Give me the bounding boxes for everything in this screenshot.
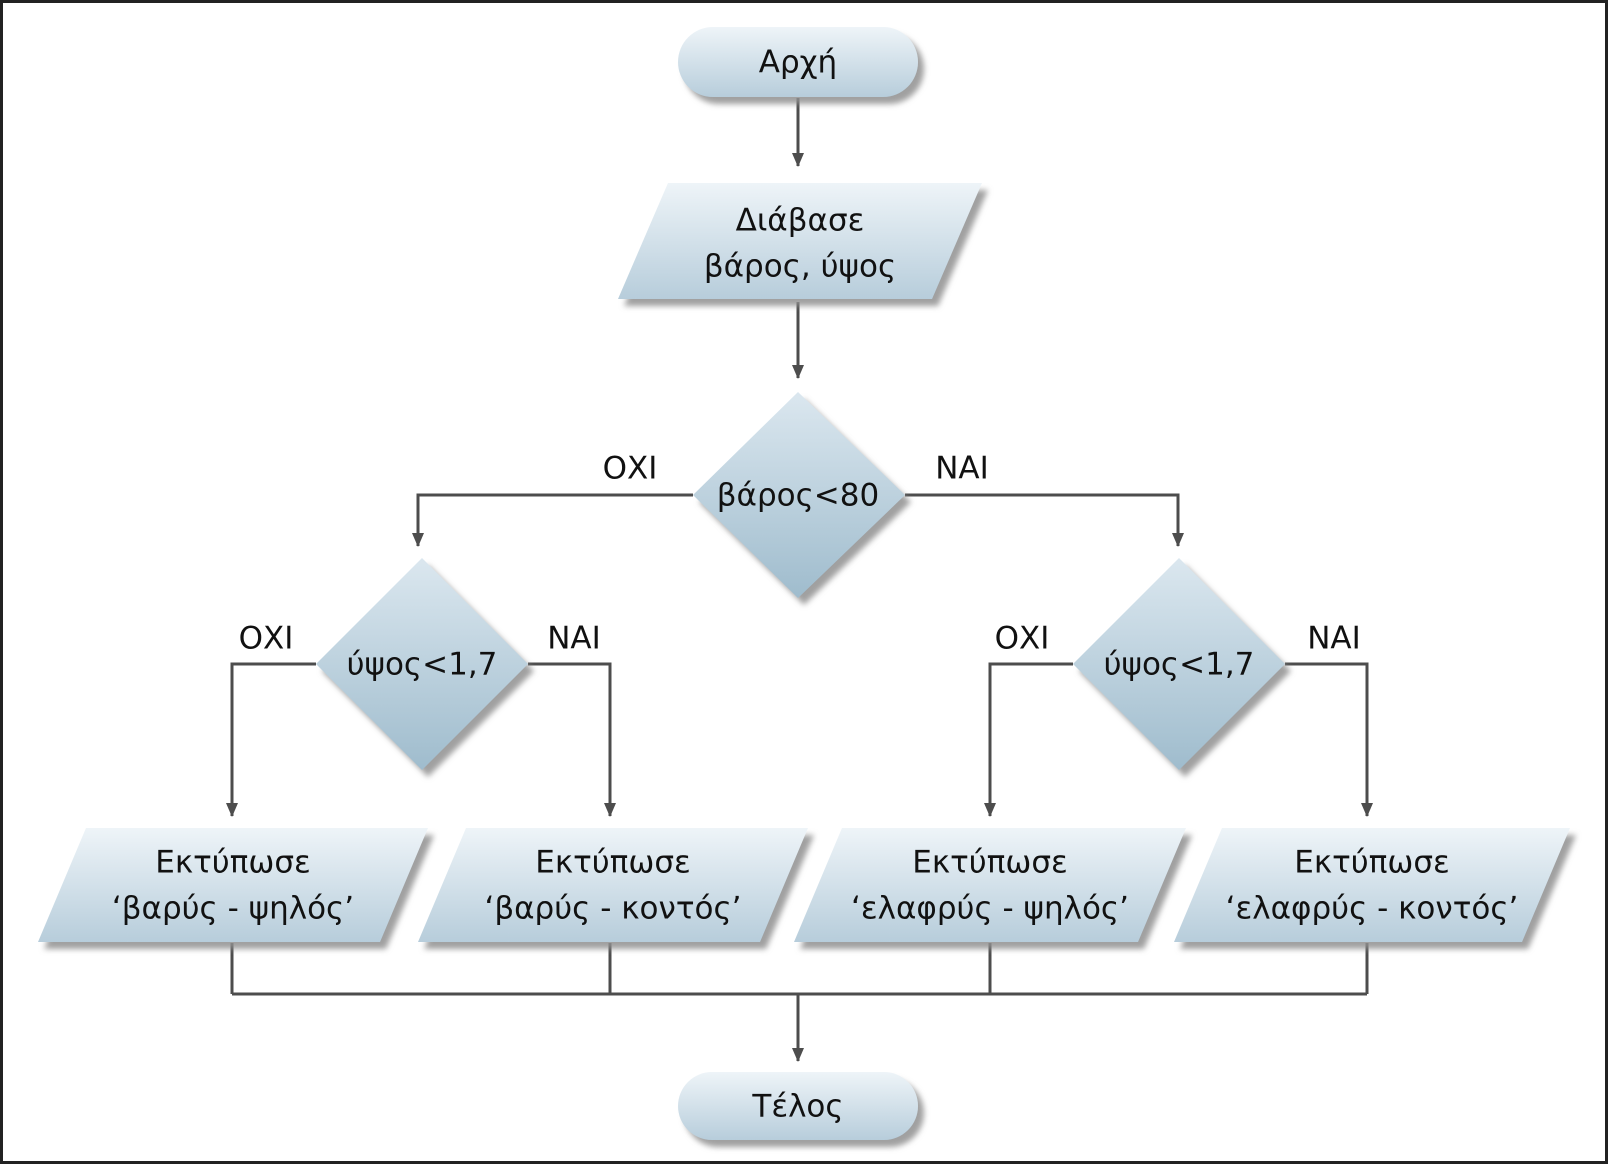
height-left-decision-node: ύψος<1,7 xyxy=(316,558,528,770)
height-right-yes-label: ΝΑΙ xyxy=(1307,621,1361,657)
weight-decision-text: βάρος<80 xyxy=(717,478,879,514)
print-heavy-tall-node: Εκτύπωσε ‘βαρύς - ψηλός’ xyxy=(38,828,428,942)
arrow-weight-no xyxy=(412,493,693,547)
print-heavy-short-line1: Εκτύπωσε xyxy=(535,845,690,881)
input-text-line2: βάρος, ύψος xyxy=(704,249,896,285)
input-node: Διάβασε βάρος, ύψος xyxy=(618,183,982,299)
height-right-no-label: ΟΧΙ xyxy=(995,621,1050,657)
end-shape xyxy=(678,1072,918,1140)
arrow-height-right-yes xyxy=(1285,662,1373,817)
height-right-decision-node: ύψος<1,7 xyxy=(1073,558,1285,770)
end-text: Τέλος xyxy=(751,1089,843,1125)
height-left-decision-shape xyxy=(316,558,528,770)
print-light-short-node: Εκτύπωσε ‘ελαφρύς - κοντός’ xyxy=(1174,828,1570,942)
print-light-tall-line1: Εκτύπωσε xyxy=(912,845,1067,881)
end-node: Τέλος xyxy=(678,1072,918,1140)
height-right-decision-shape xyxy=(1073,558,1285,770)
print-heavy-short-shape xyxy=(418,828,808,942)
weight-decision-shape xyxy=(693,392,905,598)
print-light-short-line1: Εκτύπωσε xyxy=(1294,845,1449,881)
print-light-short-shape xyxy=(1174,828,1570,942)
input-text-line1: Διάβασε xyxy=(736,203,865,239)
arrow-height-left-no xyxy=(226,662,316,817)
start-text: Αρχή xyxy=(759,45,837,81)
start-node: Αρχή xyxy=(678,27,918,97)
print-light-tall-node: Εκτύπωσε ‘ελαφρύς - ψηλός’ xyxy=(794,828,1186,942)
print-heavy-tall-line2: ‘βαρύς - ψηλός’ xyxy=(112,891,354,927)
arrow-height-left-yes xyxy=(528,662,616,817)
height-left-decision-text: ύψος<1,7 xyxy=(347,647,498,683)
print-light-tall-line2: ‘ελαφρύς - ψηλός’ xyxy=(851,891,1129,927)
height-left-yes-label: ΝΑΙ xyxy=(547,621,601,657)
weight-decision-node: βάρος<80 xyxy=(693,392,905,598)
print-heavy-tall-shape xyxy=(38,828,428,942)
input-shape xyxy=(618,183,982,299)
print-light-short-line2: ‘ελαφρύς - κοντός’ xyxy=(1226,891,1519,927)
print-heavy-tall-line1: Εκτύπωσε xyxy=(155,845,310,881)
print-heavy-short-node: Εκτύπωσε ‘βαρύς - κοντός’ xyxy=(418,828,808,942)
weight-no-label: ΟΧΙ xyxy=(603,451,658,487)
print-light-tall-shape xyxy=(794,828,1186,942)
connectors xyxy=(226,98,1373,1062)
arrow-weight-yes xyxy=(905,493,1184,547)
print-heavy-short-line2: ‘βαρύς - κοντός’ xyxy=(484,891,741,927)
height-left-no-label: ΟΧΙ xyxy=(239,621,294,657)
start-shape xyxy=(678,27,918,97)
weight-yes-label: ΝΑΙ xyxy=(935,451,989,487)
arrow-height-right-no xyxy=(984,662,1073,817)
height-right-decision-text: ύψος<1,7 xyxy=(1104,647,1255,683)
